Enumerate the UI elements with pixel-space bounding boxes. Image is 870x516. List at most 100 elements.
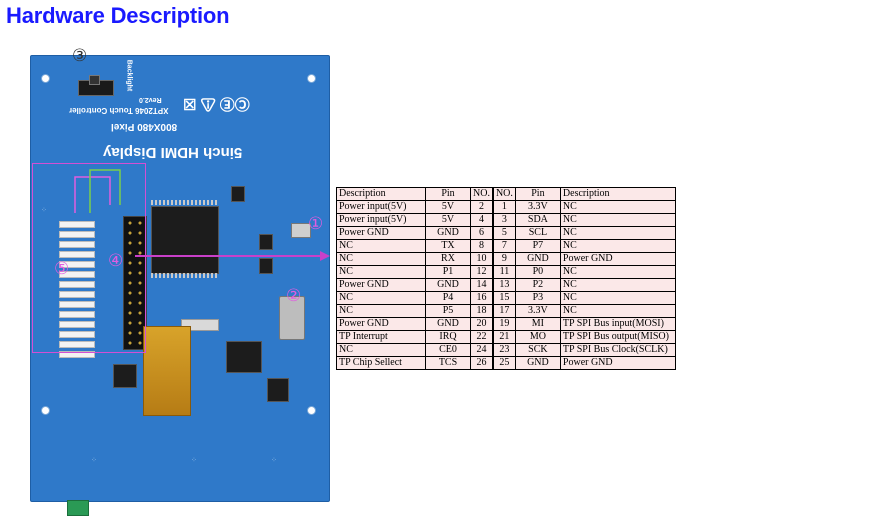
table-cell-right-desc: NC xyxy=(559,304,676,318)
table-cell-left-pin: 5V xyxy=(425,200,471,214)
table-cell-right-desc: TP SPI Bus output(MISO) xyxy=(559,330,676,344)
table-cell-right-desc: TP SPI Bus input(MOSI) xyxy=(559,317,676,331)
table-cell-right-no: 1 xyxy=(491,200,516,214)
table-cell-right-no: 15 xyxy=(491,291,516,305)
table-cell-right-desc: NC xyxy=(559,278,676,292)
table-cell-right-desc: Power GND xyxy=(559,252,676,266)
table-cell-left-no: 22 xyxy=(469,330,494,344)
table-cell-left-no: 8 xyxy=(469,239,494,253)
small-ic xyxy=(231,186,245,202)
table-cell-left-pin: GND xyxy=(425,278,471,292)
touch-controller-chip xyxy=(226,341,262,373)
col-header: Description xyxy=(336,187,426,201)
mounting-hole xyxy=(307,74,316,83)
table-cell-left-no: 14 xyxy=(469,278,494,292)
table-header-row: Description Pin NO. NO. Pin Description xyxy=(336,187,676,201)
marker-3: ③ xyxy=(72,46,88,66)
mounting-hole xyxy=(41,406,50,415)
table-cell-left-pin: TX xyxy=(425,239,471,253)
main-controller-chip xyxy=(151,206,219,274)
table-cell-left-pin: IRQ xyxy=(425,330,471,344)
micro-usb-port xyxy=(291,223,311,238)
table-cell-right-desc: NC xyxy=(559,239,676,253)
table-cell-left-desc: Power input(5V) xyxy=(336,200,426,214)
table-cell-right-pin: SDA xyxy=(514,213,561,227)
table-cell-right-desc: NC xyxy=(559,213,676,227)
col-header: NO. xyxy=(491,187,516,201)
mounting-hole xyxy=(41,74,50,83)
marker-4: ④ xyxy=(108,251,124,271)
table-cell-right-no: 7 xyxy=(491,239,516,253)
table-cell-right-pin: MO xyxy=(514,330,561,344)
marker-2: ② xyxy=(286,286,302,306)
table-cell-right-desc: Power GND xyxy=(559,356,676,370)
col-header: Pin xyxy=(425,187,471,201)
table-cell-right-no: 3 xyxy=(491,213,516,227)
col-header: Pin xyxy=(514,187,561,201)
page-title: Hardware Description xyxy=(6,3,230,28)
table-cell-right-no: 21 xyxy=(491,330,516,344)
table-cell-left-desc: NC xyxy=(336,252,426,266)
table-cell-right-pin: P2 xyxy=(514,278,561,292)
table-cell-left-desc: NC xyxy=(336,304,426,318)
table-cell-right-pin: SCL xyxy=(514,226,561,240)
marker-1: ① xyxy=(308,214,324,234)
table-cell-left-desc: NC xyxy=(336,291,426,305)
regulator-ic xyxy=(267,378,289,402)
table-cell-right-desc: NC xyxy=(559,226,676,240)
table-cell-right-desc: NC xyxy=(559,265,676,279)
table-cell-right-no: 5 xyxy=(491,226,516,240)
pin-definition-table: Description Pin NO. NO. Pin Description … xyxy=(336,187,676,370)
table-cell-right-pin: MI xyxy=(514,317,561,331)
col-header: Description xyxy=(559,187,676,201)
hdmi-port xyxy=(279,296,305,340)
small-ic xyxy=(259,258,273,274)
fpc-ribbon-cable xyxy=(143,326,191,416)
pcb-board: Backlight Rev2.0 XPT2046 Touch Controlle… xyxy=(30,55,330,516)
table-cell-left-desc: NC xyxy=(336,239,426,253)
lcd-board-photo: Backlight Rev2.0 XPT2046 Touch Controlle… xyxy=(20,45,340,516)
table-cell-left-no: 12 xyxy=(469,265,494,279)
table-cell-left-pin: GND xyxy=(425,226,471,240)
table-cell-left-pin: P4 xyxy=(425,291,471,305)
table-cell-left-pin: P1 xyxy=(425,265,471,279)
table-cell-left-no: 20 xyxy=(469,317,494,331)
resistor-array xyxy=(59,221,95,358)
table-cell-right-no: 9 xyxy=(491,252,516,266)
table-cell-left-desc: Power GND xyxy=(336,317,426,331)
mounting-hole xyxy=(307,406,316,415)
table-cell-left-desc: NC xyxy=(336,265,426,279)
table-cell-left-pin: GND xyxy=(425,317,471,331)
chip-pins xyxy=(151,200,217,205)
table-cell-left-pin: TCS xyxy=(425,356,471,370)
table-cell-right-pin: 3.3V xyxy=(514,304,561,318)
table-cell-left-pin: P5 xyxy=(425,304,471,318)
table-cell-left-no: 18 xyxy=(469,304,494,318)
table-cell-right-pin: P3 xyxy=(514,291,561,305)
table-cell-right-no: 23 xyxy=(491,343,516,357)
table-cell-right-desc: TP SPI Bus Clock(SCLK) xyxy=(559,343,676,357)
table-cell-right-pin: SCK xyxy=(514,343,561,357)
table-cell-left-no: 10 xyxy=(469,252,494,266)
marker-5: ⑤ xyxy=(54,259,70,279)
table-cell-left-no: 2 xyxy=(469,200,494,214)
table-cell-left-no: 4 xyxy=(469,213,494,227)
table-cell-right-no: 13 xyxy=(491,278,516,292)
table-cell-right-no: 19 xyxy=(491,317,516,331)
table-cell-right-pin: GND xyxy=(514,356,561,370)
table-cell-left-pin: 5V xyxy=(425,213,471,227)
table-cell-right-pin: GND xyxy=(514,252,561,266)
table-cell-right-no: 25 xyxy=(491,356,516,370)
